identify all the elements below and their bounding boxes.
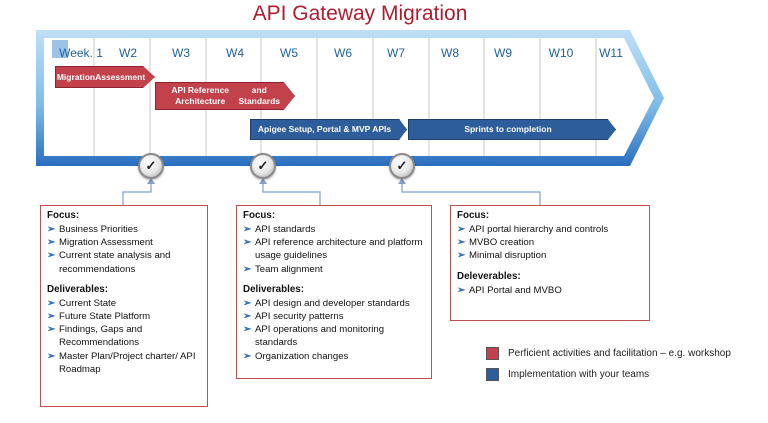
focus-heading: Focus: (47, 210, 80, 221)
phase-bar-line: Migration (56, 71, 96, 82)
bullet-arrow-icon: ➢ (457, 224, 466, 235)
page-title: API Gateway Migration (252, 2, 468, 25)
focus-list: ➢Business Priorities ➢Migration Assessme… (47, 223, 201, 276)
deliverables-heading: Deliverables: (47, 283, 108, 295)
deliverables-list: ➢API design and developer standards ➢API… (243, 297, 425, 363)
week-label-6: W6 (334, 46, 352, 60)
list-item: ➢Migration Assessment (47, 237, 153, 249)
bullet-arrow-icon: ➢ (243, 311, 252, 323)
list-item: ➢Findings, Gaps and Recommendations (47, 324, 143, 349)
focus-heading: Focus: (243, 210, 276, 221)
bullet-arrow-icon: ➢ (457, 237, 466, 249)
bullet-arrow-icon: ➢ (243, 297, 252, 309)
bullet-arrow-icon: ➢ (47, 250, 56, 262)
week-label-11: W11 (599, 46, 623, 60)
phase-bar-migration-assessment: Migration Assessment (55, 66, 155, 88)
phase-bar-sprints: Sprints to completion (408, 119, 616, 140)
list-item: ➢MVBO creation (457, 237, 535, 249)
week-label-3: W3 (172, 46, 190, 60)
bullet-arrow-icon: ➢ (47, 237, 56, 249)
connector-arrowheads (147, 178, 406, 184)
bullet-arrow-icon: ➢ (457, 250, 466, 262)
bullet-arrow-icon: ➢ (243, 224, 252, 235)
phase-bar-line: and Standards (238, 85, 281, 106)
list-item: ➢API design and developer standards (243, 297, 410, 309)
list-item: ➢Current state analysis and recommendati… (47, 250, 171, 275)
list-item: ➢API security patterns (243, 311, 344, 323)
bullet-arrow-icon: ➢ (47, 224, 56, 235)
focus-list: ➢API portal hierarchy and controls ➢MVBO… (457, 223, 643, 263)
phase-bar-line: Sprints to completion (464, 124, 552, 135)
milestone-check-icon: ✓ (138, 153, 164, 179)
list-item: ➢API portal hierarchy and controls (457, 224, 609, 235)
focus-heading: Focus: (457, 210, 490, 221)
legend-item-perficient: Perficient activities and facilitation –… (486, 347, 731, 360)
bullet-arrow-icon: ➢ (47, 350, 56, 362)
week-label-10: W10 (548, 46, 574, 60)
legend-swatch-blue (486, 368, 499, 381)
bullet-arrow-icon: ➢ (243, 350, 252, 362)
phase-box-assessment: Focus: ➢Business Priorities ➢Migration A… (40, 205, 208, 407)
week-label-8: W8 (441, 46, 459, 60)
focus-list: ➢API standards ➢API reference architectu… (243, 223, 425, 276)
deliverables-list: ➢Current State ➢Future State Platform ➢F… (47, 297, 201, 376)
list-item: ➢API standards (243, 224, 316, 235)
week-label-1: Week. 1 (59, 46, 103, 60)
week-label-4: W4 (226, 46, 244, 60)
legend-item-implementation: Implementation with your teams (486, 368, 649, 381)
list-item: ➢Master Plan/Project charter/ API Roadma… (47, 350, 196, 375)
phase-box-implementation: Focus: ➢API portal hierarchy and control… (450, 205, 650, 321)
bullet-arrow-icon: ➢ (457, 284, 466, 296)
week-label-5: W5 (280, 46, 298, 60)
deliverables-heading: Deleverables: (457, 270, 521, 282)
milestone-check-icon: ✓ (250, 153, 276, 179)
list-item: ➢Business Priorities (47, 224, 138, 235)
legend-swatch-red (486, 347, 499, 360)
week-label-7: W7 (387, 46, 405, 60)
bullet-arrow-icon: ➢ (243, 324, 252, 336)
bullet-arrow-icon: ➢ (47, 311, 56, 323)
list-item: ➢API Portal and MVBO (457, 284, 562, 296)
week-label-2: W2 (119, 46, 137, 60)
list-item: ➢Future State Platform (47, 311, 151, 323)
list-item: ➢API operations and monitoring standards (243, 324, 385, 349)
phase-box-reference-architecture: Focus: ➢API standards ➢API reference arc… (236, 205, 432, 379)
start-marker (52, 40, 68, 58)
phase-bar-line: API Reference Architecture (171, 85, 230, 106)
connectors (122, 182, 541, 205)
phase-bar-line: Apigee Setup, Portal & MVP APIs (257, 124, 392, 135)
phase-bar-apigee-setup: Apigee Setup, Portal & MVP APIs (250, 119, 407, 140)
bullet-arrow-icon: ➢ (243, 263, 252, 275)
phase-bar-reference-architecture: API Reference Architecture and Standards (155, 82, 295, 110)
list-item: ➢Current State (47, 297, 117, 309)
list-item: ➢Minimal disruption (457, 250, 547, 262)
list-item: ➢Team alignment (243, 263, 323, 275)
list-item: ➢Organization changes (243, 350, 349, 362)
deliverables-list: ➢API Portal and MVBO (457, 284, 643, 297)
list-item: ➢API reference architecture and platform… (243, 237, 423, 262)
phase-bar-line: Assessment (95, 71, 146, 82)
deliverables-heading: Deliverables: (243, 283, 304, 295)
legend-label: Perficient activities and facilitation –… (508, 348, 731, 359)
milestone-check-icon: ✓ (389, 153, 415, 179)
bullet-arrow-icon: ➢ (243, 237, 252, 249)
bullet-arrow-icon: ➢ (47, 324, 56, 336)
week-label-9: W9 (494, 46, 512, 60)
bullet-arrow-icon: ➢ (47, 297, 56, 309)
legend-label: Implementation with your teams (508, 369, 650, 380)
